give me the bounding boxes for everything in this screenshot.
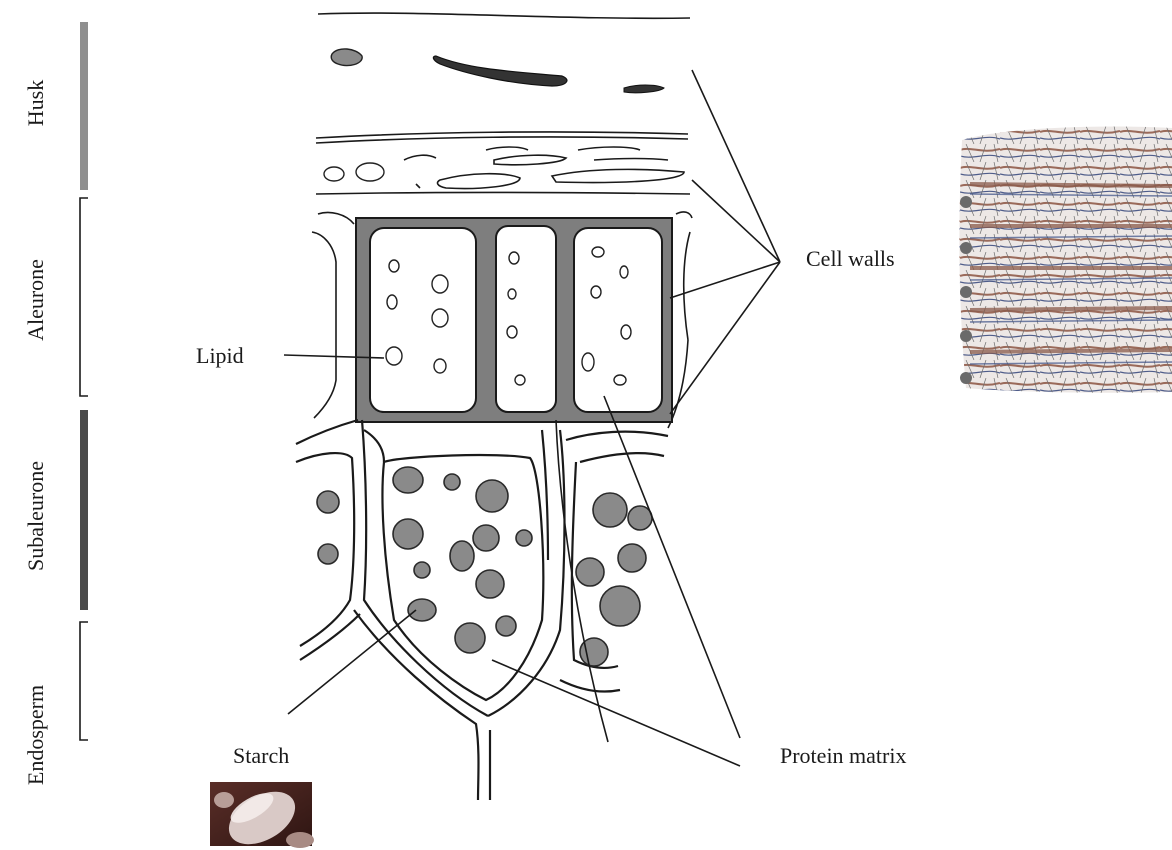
husk-bar (80, 22, 88, 190)
label-starch: Starch (233, 743, 289, 768)
aleurone-layer (312, 212, 692, 428)
layer-label-husk: Husk (23, 80, 48, 126)
layer-label-aleurone: Aleurone (23, 259, 48, 341)
aleurone-cell (370, 228, 476, 412)
aleurone-bracket (80, 198, 88, 396)
aleurone-cell (496, 226, 556, 412)
label-protein-matrix: Protein matrix (780, 743, 906, 768)
starch-granules (317, 467, 652, 666)
layer-label-subaleurone: Subaleurone (23, 461, 48, 571)
husk-layer (316, 13, 690, 194)
endosperm-bracket (80, 622, 88, 740)
starch-micrograph (210, 781, 314, 850)
label-cell-walls: Cell walls (806, 246, 895, 271)
subaleurone-endosperm-cells (296, 420, 668, 800)
cell-wall-micrograph (959, 127, 1172, 393)
layer-scale: Husk Aleurone Subaleurone Endosperm (23, 22, 88, 785)
subaleurone-bar (80, 410, 88, 610)
label-lipid: Lipid (196, 343, 244, 368)
layer-label-endosperm: Endosperm (23, 685, 48, 785)
